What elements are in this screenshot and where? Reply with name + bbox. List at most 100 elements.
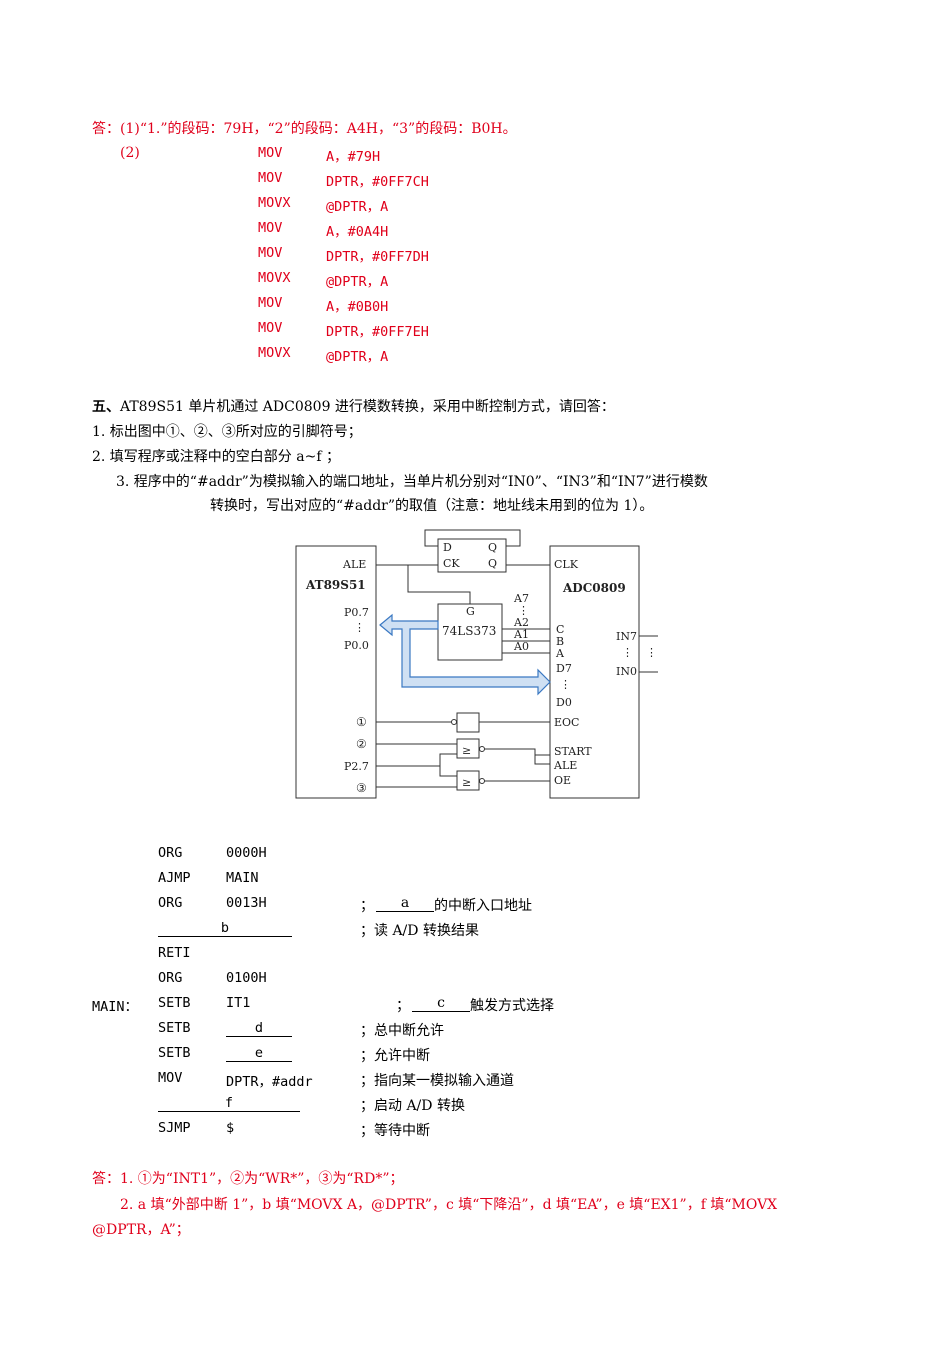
nor1-symbol: ≥ [462, 744, 471, 757]
latch-name: 74LS373 [442, 624, 496, 638]
answer1-code-op: MOV [258, 295, 283, 311]
answer1-code-arg: A，#0B0H [326, 299, 389, 315]
data-bus [379, 613, 551, 696]
program-blank: b [158, 920, 292, 937]
question5-stem: AT89S51 单片机通过 ADC0809 进行模数转换，采用中断控制方式，请回… [120, 399, 615, 415]
answer2-line2: 2. a 填“外部中断 1”，b 填“MOVX A，@DPTR”，c 填“下降沿… [120, 1197, 778, 1213]
program-op: SETB [158, 995, 191, 1011]
answer1-code-arg: @DPTR，A [326, 349, 389, 365]
answer2-line1: 答：1. ①为“INT1”，②为“WR*”，③为“RD*”； [92, 1171, 404, 1187]
program-op: SJMP [158, 1120, 191, 1136]
p27-label: P2.7 [344, 760, 369, 773]
a-dots: ⋮ [518, 604, 529, 617]
adc-start-label: START [554, 745, 592, 758]
program-comment-text: 触发方式选择 [470, 998, 554, 1014]
answer1-code-op: MOVX [258, 270, 291, 286]
nor2-symbol: ≥ [462, 776, 471, 789]
in-dots: ⋮ [622, 646, 633, 659]
p0-dots: ⋮ [354, 621, 365, 634]
adc-name: ADC0809 [562, 581, 626, 595]
answer1-code-arg: A，#0A4H [326, 224, 389, 240]
program-op: ORG [158, 970, 183, 986]
p00-label: P0.0 [344, 639, 369, 652]
program-arg: IT1 [226, 995, 251, 1011]
adc-d7-label: D7 [556, 662, 572, 675]
program-op: SETB [158, 1020, 191, 1036]
bus-arrow [379, 613, 551, 696]
mcu-ale-label: ALE [342, 558, 366, 571]
in0-label: IN0 [616, 665, 637, 678]
answer1-code-arg: @DPTR，A [326, 199, 389, 215]
ff-ck-label: CK [443, 557, 460, 570]
answer1-code-op: MOV [258, 220, 283, 236]
question5-q3b: 转换时，写出对应的“#addr”的取值（注意：地址线未用到的位为 1）。 [210, 498, 654, 514]
program-comment: ；总中断允许 [360, 1023, 444, 1039]
answer1-code-arg: DPTR，#0FF7CH [326, 174, 429, 190]
answer1-code-op: MOV [258, 170, 283, 186]
program-blank: f [158, 1095, 300, 1112]
program-comment-text: 的中断入口地址 [434, 898, 532, 914]
ff-qbar-label: Q [488, 557, 497, 570]
answer1-code-op: MOV [258, 320, 283, 336]
answer1-code-op: MOV [258, 245, 283, 261]
program-comment: ；启动 A/D 转换 [360, 1098, 465, 1114]
answer1-code-arg: @DPTR，A [326, 274, 389, 290]
answer1-code-op: MOV [258, 145, 283, 161]
adc-clk-label: CLK [554, 558, 579, 571]
program-label: MAIN： [92, 999, 139, 1015]
answer2-line3: @DPTR，A”； [92, 1222, 190, 1238]
ff-d-label: D [443, 541, 452, 554]
in7-label: IN7 [616, 630, 637, 643]
a0-label: A0 [513, 640, 529, 653]
question5-q3a: 3. 程序中的“#addr”为模拟输入的端口地址，当单片机分别对“IN0”、“I… [116, 474, 708, 490]
program-blank: d [226, 1020, 292, 1037]
adc-b-label: B [556, 635, 564, 648]
answer1-code-op: MOVX [258, 345, 291, 361]
pin-1-label: ① [356, 715, 367, 729]
latch-g-label: G [466, 605, 475, 618]
question5-stem-line: 五、AT89S51 单片机通过 ADC0809 进行模数转换，采用中断控制方式，… [92, 396, 615, 416]
program-arg: $ [226, 1120, 235, 1136]
program-arg: 0013H [226, 895, 267, 911]
program-comment: ；指向某一模拟输入通道 [360, 1073, 514, 1089]
adc-c-label: C [556, 623, 564, 636]
question5-q2: 2. 填写程序或注释中的空白部分 a~f ； [92, 449, 340, 465]
program-comment: ；读 A/D 转换结果 [360, 923, 479, 939]
program-arg: DPTR，#addr [226, 1074, 313, 1090]
inverter-box [456, 712, 480, 733]
program-comment: ；允许中断 [360, 1048, 430, 1064]
answer1-code-arg: A，#79H [326, 149, 381, 165]
adc-d0-label: D0 [556, 696, 572, 709]
answer1-part2-label: (2) [120, 145, 140, 161]
adc-d-dots: ⋮ [560, 678, 571, 691]
answer1-code-arg: DPTR，#0FF7DH [326, 249, 429, 265]
program-op: RETI [158, 945, 191, 961]
program-blank: e [226, 1045, 292, 1062]
answer1-line1: 答：(1)“1.”的段码：79H，“2”的段码：A4H，“3”的段码：B0H。 [92, 121, 517, 137]
a2-label: A2 [513, 616, 529, 629]
program-arg: 0000H [226, 845, 267, 861]
nor-gate-1 [456, 738, 480, 759]
program-op: SETB [158, 1045, 191, 1061]
question5-num: 五、 [92, 399, 120, 415]
adc-ale-label: ALE [553, 759, 577, 772]
answer1-code-arg: DPTR，#0FF7EH [326, 324, 429, 340]
a7-label: A7 [513, 592, 529, 605]
program-comment: ； [360, 898, 374, 914]
program-comment: ； [396, 998, 410, 1014]
program-op: MOV [158, 1070, 183, 1086]
flipflop-box [437, 538, 507, 573]
mcu-box [295, 545, 377, 799]
answer1-code-op: MOVX [258, 195, 291, 211]
program-op: ORG [158, 895, 183, 911]
nor-gate-2 [456, 770, 480, 791]
question5-q1: 1. 标出图中①、②、③所对应的引脚符号； [92, 424, 362, 440]
adc-oe-label: OE [554, 774, 571, 787]
program-arg: 0100H [226, 970, 267, 986]
adc-eoc-label: EOC [554, 716, 579, 729]
ff-q-label: Q [488, 541, 497, 554]
program-comment-blank: a [376, 895, 434, 912]
program-comment-blank: c [412, 995, 470, 1012]
program-op: AJMP [158, 870, 191, 886]
circuit-diagram: ALE AT89S51 P0.7 ⋮ P0.0 ① ② P2.7 ③ D Q C… [295, 529, 658, 799]
